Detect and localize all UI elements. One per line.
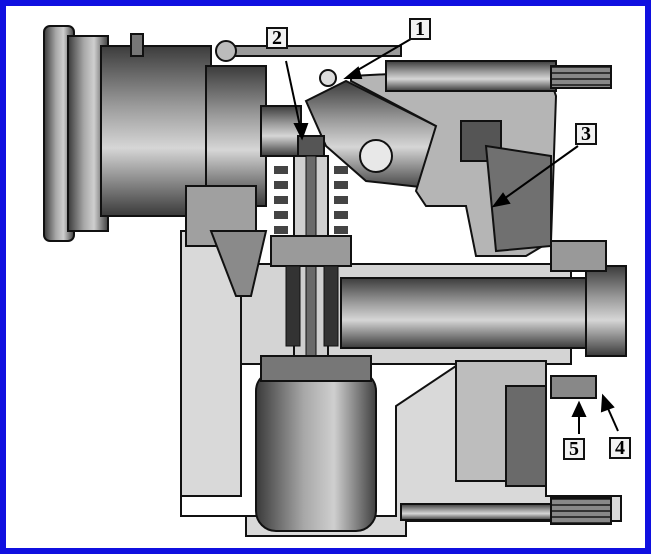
valve-spring: [274, 166, 348, 234]
leader-arrows: [285, 35, 619, 434]
horizontal-cylinder: [340, 240, 627, 357]
callout-3: 3: [575, 123, 597, 145]
callout-5: 5: [563, 438, 585, 460]
plunger-spring-assembly: [270, 135, 352, 367]
callout-4: 4: [609, 437, 631, 459]
lower-right-housing: [455, 360, 597, 487]
fuel-injection-pump-cutaway: [43, 25, 627, 537]
callout-2: 2: [266, 27, 288, 49]
callout-1: 1: [409, 18, 431, 40]
inlet-body: [43, 25, 302, 297]
adjusting-screw: [400, 497, 612, 525]
linkage-rod: [130, 33, 402, 62]
upper-bracket: [350, 60, 612, 257]
lower-chamber: [255, 355, 377, 532]
